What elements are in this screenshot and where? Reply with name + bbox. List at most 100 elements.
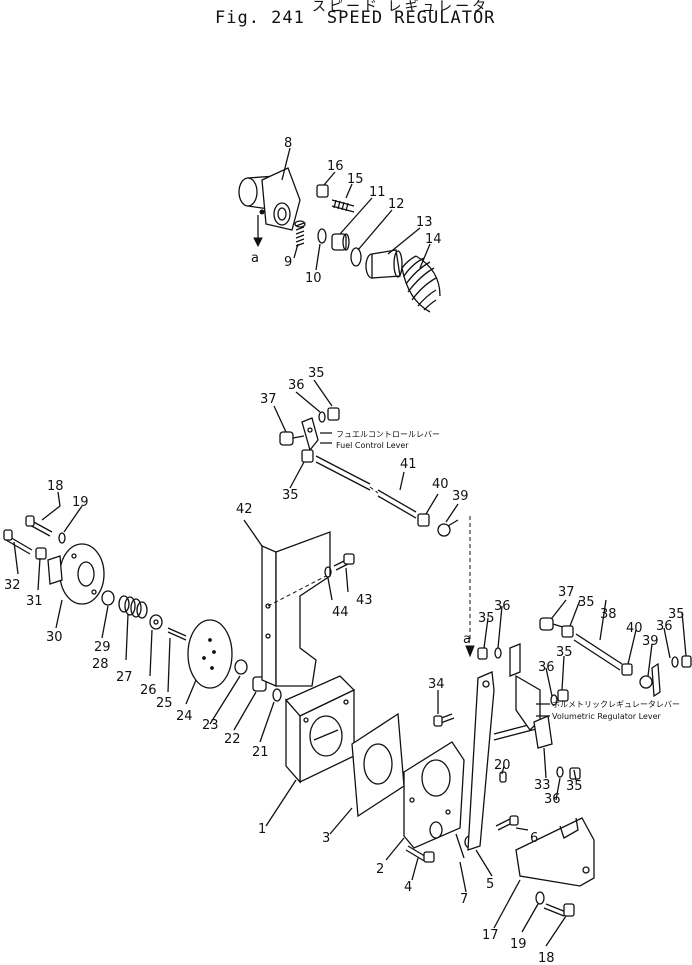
part-32-bolt xyxy=(3,529,33,555)
callout-40-a: 40 xyxy=(432,477,449,492)
fuel-control-lever xyxy=(301,417,319,452)
part-38-rod xyxy=(573,633,623,671)
callout-18-a: 18 xyxy=(47,479,64,494)
callout-44: 44 xyxy=(332,605,349,620)
callout-22: 22 xyxy=(224,732,241,747)
callout-40-b: 40 xyxy=(626,621,643,636)
part-36-washer xyxy=(318,411,326,423)
callout-35-f: 35 xyxy=(556,645,573,660)
callout-33: 33 xyxy=(534,778,551,793)
callout-5: 5 xyxy=(486,877,494,892)
callout-43: 43 xyxy=(356,593,373,608)
callout-32: 32 xyxy=(4,578,21,593)
callout-41: 41 xyxy=(400,457,417,472)
leader-lines-top xyxy=(281,147,431,271)
figure-title-japanese: スピード レギュレータ xyxy=(312,0,490,15)
note-fuel-control-en: Fuel Control Lever xyxy=(336,441,409,450)
callout-37-a: 37 xyxy=(260,392,277,407)
callout-38: 38 xyxy=(600,607,617,622)
part-1-housing xyxy=(284,675,356,784)
callout-39-a: 39 xyxy=(452,489,469,504)
note-volumetric-en: Volumetric Regulator Lever xyxy=(552,712,661,721)
part-35-nut xyxy=(301,407,340,463)
part-8-housing xyxy=(238,167,301,248)
callout-31: 31 xyxy=(26,594,43,609)
part-6-bolt xyxy=(495,815,519,831)
note-fuel-control-jp: フュエルコントロールレバー xyxy=(336,430,440,439)
part-21-washer xyxy=(272,688,282,702)
callout-14: 14 xyxy=(425,232,442,247)
part-41-rod xyxy=(315,455,417,519)
callout-34: 34 xyxy=(428,677,445,692)
callout-36-a: 36 xyxy=(288,378,305,393)
leader-lines-upper xyxy=(273,379,459,523)
part-27-washer xyxy=(149,614,163,630)
part-18-bolt xyxy=(25,515,53,537)
part-9-spring xyxy=(294,220,306,247)
callout-18-b: 18 xyxy=(538,951,555,965)
bolt-path-dashed xyxy=(267,575,327,607)
callout-12: 12 xyxy=(388,197,405,212)
part-19-washer xyxy=(58,532,66,544)
callout-35-g: 35 xyxy=(566,779,583,794)
callout-4: 4 xyxy=(404,880,412,895)
part-39-joint xyxy=(437,519,459,537)
part-7-pin xyxy=(455,833,465,859)
part-37-ball-joint xyxy=(279,431,305,446)
part-34-bolt xyxy=(433,713,455,727)
callout-6: 6 xyxy=(530,831,538,846)
leader-lines-left xyxy=(13,491,349,743)
part-28-spring xyxy=(118,595,148,619)
callout-17: 17 xyxy=(482,928,499,943)
callout-27: 27 xyxy=(116,670,133,685)
volumetric-regulator-lever xyxy=(509,643,521,677)
callout-23: 23 xyxy=(202,718,219,733)
part-2-plate xyxy=(403,741,465,849)
callout-10: 10 xyxy=(305,271,322,286)
callout-24: 24 xyxy=(176,709,193,724)
callout-19-a: 19 xyxy=(72,495,89,510)
speed-lever-arm xyxy=(465,645,495,851)
callout-19-b: 19 xyxy=(510,937,527,952)
callout-37-b: 37 xyxy=(558,585,575,600)
callout-36-b: 36 xyxy=(656,619,673,634)
ref-a-lever: a xyxy=(463,632,471,647)
callout-2: 2 xyxy=(376,862,384,877)
callout-16: 16 xyxy=(327,159,344,174)
callout-1: 1 xyxy=(258,822,266,837)
callout-3: 3 xyxy=(322,831,330,846)
part-26-pin xyxy=(167,627,187,641)
callout-20: 20 xyxy=(494,758,511,773)
part-11-sleeve xyxy=(331,233,350,251)
part-3-gasket xyxy=(351,712,405,818)
callout-28: 28 xyxy=(92,657,109,672)
part-4-bolt xyxy=(405,845,435,863)
callout-42: 42 xyxy=(236,502,253,517)
callout-9: 9 xyxy=(284,255,292,270)
part-13-piston xyxy=(365,249,403,279)
note-volumetric-jp: ボルメトリックレギュレータレバー xyxy=(552,700,680,709)
part-30-flange xyxy=(47,543,105,605)
callout-25: 25 xyxy=(156,696,173,711)
part-20-pin xyxy=(499,771,507,783)
part-12-o-ring xyxy=(350,247,362,267)
callout-36-c: 36 xyxy=(494,599,511,614)
part-18b-bolt xyxy=(543,903,575,917)
part-29-retainer xyxy=(101,590,115,606)
callout-29: 29 xyxy=(94,640,111,655)
part-43-bolt xyxy=(333,553,355,571)
note-leaders xyxy=(320,432,550,717)
callout-35-c: 35 xyxy=(578,595,595,610)
part-15-screw xyxy=(331,199,355,213)
ref-a-top: a xyxy=(251,251,259,266)
part-14-bellows xyxy=(401,255,441,313)
part-24-diaphragm xyxy=(187,619,233,689)
part-42-bracket xyxy=(261,531,331,687)
callout-35-e: 35 xyxy=(478,611,495,626)
callout-8: 8 xyxy=(284,136,292,151)
part-10-o-ring xyxy=(317,228,327,244)
callout-7: 7 xyxy=(460,892,468,907)
part-23-nut xyxy=(234,659,248,675)
